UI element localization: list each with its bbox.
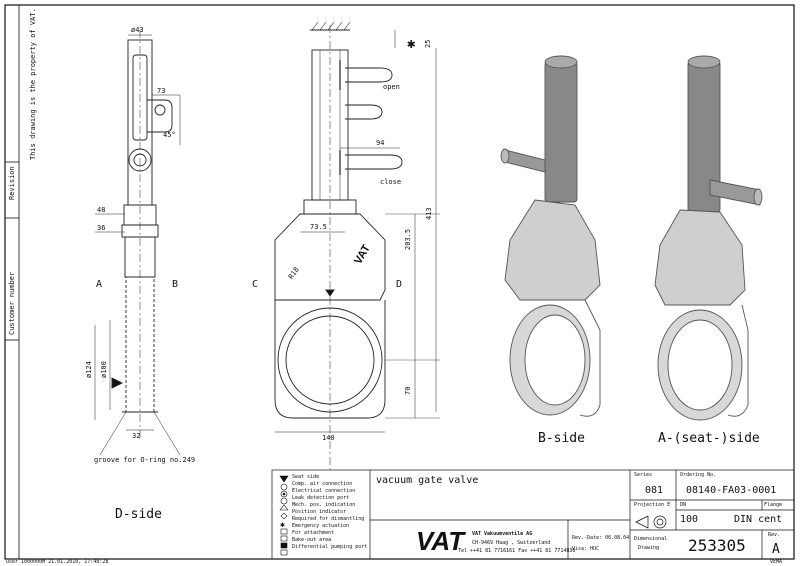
dim-36: 36 bbox=[97, 224, 106, 232]
dim-32: 32 bbox=[132, 432, 141, 440]
dim-73-5: 73.5 bbox=[310, 223, 327, 231]
a-side-3d-view bbox=[654, 55, 763, 421]
dim-140: 140 bbox=[322, 434, 335, 442]
title-block-lines bbox=[271, 469, 795, 560]
legend-item: Mech. pos. indication bbox=[292, 502, 356, 508]
series-label: Series bbox=[634, 472, 653, 478]
legend-item: Leak detection port bbox=[292, 495, 350, 501]
title: vacuum gate valve bbox=[376, 475, 479, 486]
series-value: 081 bbox=[645, 485, 664, 496]
label-close: close bbox=[380, 178, 402, 186]
label-open: open bbox=[383, 83, 400, 91]
projection-symbol-icon bbox=[635, 515, 667, 529]
legend: Seat side Comp. air connection Electrica… bbox=[292, 474, 367, 551]
groove-note: groove for O-ring no.249 bbox=[94, 456, 196, 464]
dim-48: 48 bbox=[97, 206, 106, 214]
ordering-value: 08140-FA03-0001 bbox=[686, 485, 777, 496]
company-address: CH-9469 Haag , Switzerland bbox=[472, 540, 551, 546]
label-a: A bbox=[96, 279, 103, 290]
rev-date: Rev.-Date: 06.08.04 bbox=[572, 535, 630, 541]
svg-text:✱: ✱ bbox=[280, 520, 285, 529]
dn-value: 100 bbox=[680, 514, 699, 525]
property-notice: This drawing is the property of VAT. bbox=[29, 8, 37, 160]
dim-203-5: 203.5 bbox=[404, 228, 412, 250]
projection-label: Projection E bbox=[634, 502, 671, 508]
legend-symbols: ✱ bbox=[279, 475, 289, 556]
revision-label: Revision bbox=[8, 166, 16, 200]
company-phone: Tel ++41 81 7716161 Fax ++41 81 7714830 bbox=[458, 548, 576, 554]
ordering-label: Ordering No. bbox=[680, 472, 717, 478]
customer-number-label: Customer number bbox=[8, 271, 16, 335]
vat-logo: VAT bbox=[416, 526, 466, 556]
legend-item: Differential pumping port bbox=[292, 544, 368, 550]
company-name: VAT Vakuumventile AG bbox=[472, 531, 533, 537]
label-d: D bbox=[396, 279, 403, 290]
legend-item: Emergency actuation bbox=[292, 523, 350, 529]
dim-25: 25 bbox=[424, 39, 432, 48]
flange-label: Flange bbox=[764, 502, 783, 508]
legend-item: For attachment bbox=[292, 530, 335, 536]
d-side-label: D-side bbox=[115, 507, 162, 522]
b-side-3d-view bbox=[500, 55, 601, 417]
label-b: B bbox=[172, 279, 179, 290]
label-c: C bbox=[252, 279, 259, 290]
drawing-number: 253305 bbox=[688, 536, 746, 555]
rev-label: Rev. bbox=[768, 532, 781, 538]
dn-label: DN bbox=[680, 502, 687, 508]
body-logo: VAT bbox=[352, 243, 373, 267]
legend-item: Comp. air connection bbox=[292, 481, 353, 487]
legend-item: Electrical connection bbox=[292, 488, 356, 494]
d-side-view bbox=[94, 30, 181, 456]
dim-70: 70 bbox=[404, 386, 412, 395]
dim-drawing-line-1: Dimensional bbox=[634, 536, 668, 542]
legend-item: Seat side bbox=[292, 474, 320, 480]
dim-94: 94 bbox=[376, 139, 385, 147]
dim-d124: ø124 bbox=[85, 361, 93, 378]
user-line: user 1000000M 21.01.2010, 17:48:28 bbox=[6, 559, 109, 565]
flange-value: DIN cent bbox=[734, 514, 783, 525]
b-side-label: B-side bbox=[538, 431, 585, 446]
dim-73: 73 bbox=[157, 87, 166, 95]
dismantling-star-icon: ✱ bbox=[407, 36, 416, 52]
footer-code: VEMA bbox=[770, 559, 783, 565]
rev-value: A bbox=[772, 542, 780, 557]
front-view bbox=[274, 21, 440, 470]
visa: Visa: HUC bbox=[572, 546, 600, 552]
dim-d43: ø43 bbox=[131, 26, 144, 34]
a-side-label: A-(seat-)side bbox=[658, 431, 760, 446]
legend-item: Position indicator bbox=[292, 509, 347, 515]
legend-item: Required for dismantling bbox=[292, 516, 365, 522]
dim-45deg: 45° bbox=[163, 131, 176, 139]
dim-d100: ø100 bbox=[100, 361, 108, 378]
dim-drawing-line-2: Drawing bbox=[638, 545, 660, 551]
dim-413: 413 bbox=[425, 207, 433, 220]
legend-item: Bake-out area bbox=[292, 537, 332, 543]
